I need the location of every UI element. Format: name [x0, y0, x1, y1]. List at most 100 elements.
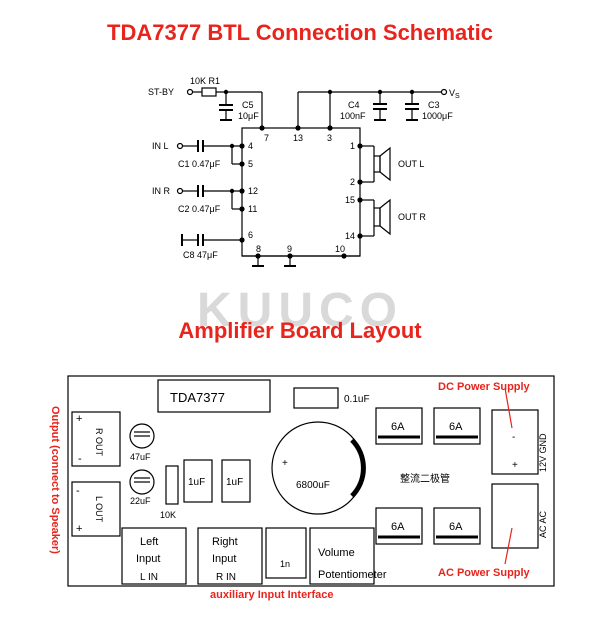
diode-6a-3	[375, 507, 423, 545]
volume-label-1: Volume	[318, 547, 355, 559]
diode-4-label: 6A	[449, 521, 463, 533]
l-out-terminal	[71, 481, 121, 537]
diode-6a-2	[433, 407, 481, 445]
out-r-label: OUT R	[398, 212, 426, 222]
aux-annotation: auxiliary Input Interface	[210, 589, 333, 601]
cap-1uf-a	[183, 459, 213, 503]
cap-1uf-b-label: 1uF	[226, 477, 243, 488]
right-input-label-1: Right	[212, 536, 238, 548]
dc-plus: +	[512, 460, 518, 471]
big-cap-plus: +	[282, 458, 288, 469]
dc-terminal	[491, 409, 539, 475]
lout-plus: +	[76, 523, 82, 535]
board-outline	[67, 375, 555, 587]
pin-1: 1	[350, 141, 355, 151]
cap-22uf-label: 22uF	[130, 496, 151, 506]
c4-name: C4	[348, 100, 360, 110]
board-labels: TDA7377 0.1uF + - R OUT - + L OUT 47uF 2…	[76, 390, 548, 583]
c3-name: C3	[428, 100, 440, 110]
cap-47uf	[129, 423, 155, 449]
volume-label-2: Potentiometer	[318, 569, 387, 581]
right-input-label-3: R IN	[216, 572, 236, 583]
vs-label: VS	[449, 88, 460, 100]
pin-10: 10	[335, 244, 345, 254]
ac-power-annotation: AC Power Supply	[438, 567, 531, 579]
board	[67, 375, 555, 587]
right-input-label-2: Input	[212, 553, 236, 565]
c3-value: 1000μF	[422, 111, 453, 121]
speaker-left	[373, 155, 381, 173]
pin-12: 12	[248, 186, 258, 196]
c5-value: 10μF	[238, 111, 259, 121]
schematic-labels: ST-BY 10K R1 C5 10μF C4 100nF C3 1000μF …	[148, 76, 460, 260]
pin-8: 8	[256, 244, 261, 254]
speaker-right	[373, 207, 381, 227]
rout-minus: -	[78, 453, 82, 465]
aux-input-connector	[265, 527, 307, 579]
diode-2-label: 6A	[449, 421, 463, 433]
ic-body	[241, 127, 361, 257]
pin-6: 6	[248, 230, 253, 240]
l-out-label: L OUT	[94, 496, 104, 523]
left-input-label-3: L IN	[140, 572, 158, 583]
r-out-terminal	[71, 411, 121, 467]
aux-label: 1n	[280, 559, 290, 569]
watermark-logo: KUUCO	[197, 284, 403, 337]
volume-potentiometer	[309, 527, 375, 585]
cap-47uf-label: 47uF	[130, 452, 151, 462]
lout-minus: -	[76, 485, 80, 497]
cap-1uf-b	[221, 459, 251, 503]
cap-0-1uf	[293, 387, 339, 409]
dc-terminal-label: 12V GND	[538, 433, 548, 472]
pin-15: 15	[345, 195, 355, 205]
cap-1uf-a-label: 1uF	[188, 477, 205, 488]
left-input-label-1: Left	[140, 536, 158, 548]
resistor-label: 10K	[160, 510, 176, 520]
r-out-label: R OUT	[94, 428, 104, 457]
big-cap-label: 6800uF	[296, 480, 330, 491]
resistor-10k	[165, 465, 179, 505]
pin-14: 14	[345, 231, 355, 241]
board-title: Amplifier Board Layout	[178, 318, 422, 343]
right-input-connector	[197, 527, 263, 585]
schematic	[176, 87, 448, 267]
left-input-connector	[121, 527, 187, 585]
r1-label: 10K R1	[190, 76, 220, 86]
dc-minus: -	[512, 432, 515, 443]
c1-label: C1 0.47μF	[178, 159, 221, 169]
tda7377-chip	[157, 379, 271, 413]
pin-4: 4	[248, 141, 253, 151]
pin-3: 3	[327, 133, 332, 143]
st-by-label: ST-BY	[148, 87, 174, 97]
c8-label: C8 47μF	[183, 250, 218, 260]
pin-9: 9	[287, 244, 292, 254]
rout-plus: +	[76, 413, 82, 425]
out-l-label: OUT L	[398, 159, 424, 169]
dc-power-annotation: DC Power Supply	[438, 381, 531, 393]
diode-1-label: 6A	[391, 421, 405, 433]
pin-11: 11	[248, 204, 257, 214]
diode-3-label: 6A	[391, 521, 405, 533]
annotations: Output (connect to Speaker) DC Power Sup…	[49, 381, 531, 601]
output-annotation: Output (connect to Speaker)	[49, 406, 61, 554]
pin-13: 13	[293, 133, 303, 143]
resistor-r1	[201, 87, 217, 97]
c2-label: C2 0.47μF	[178, 204, 221, 214]
diode-6a-1	[375, 407, 423, 445]
in-l-label: IN L	[152, 141, 169, 151]
schematic-title: TDA7377 BTL Connection Schematic	[107, 20, 493, 45]
ac-terminal	[491, 483, 539, 549]
in-r-label: IN R	[152, 186, 171, 196]
ac-terminal-label: AC AC	[538, 510, 548, 538]
c4-value: 100nF	[340, 111, 366, 121]
c5-name: C5	[242, 100, 254, 110]
diode-6a-4	[433, 507, 481, 545]
cap-01uf-label: 0.1uF	[344, 394, 370, 405]
chip-label: TDA7377	[170, 390, 225, 405]
left-input-label-2: Input	[136, 553, 160, 565]
cap-22uf	[129, 469, 155, 495]
pin-7: 7	[264, 133, 269, 143]
bridge-label: 整流二极管	[400, 472, 450, 485]
pin-5: 5	[248, 159, 253, 169]
